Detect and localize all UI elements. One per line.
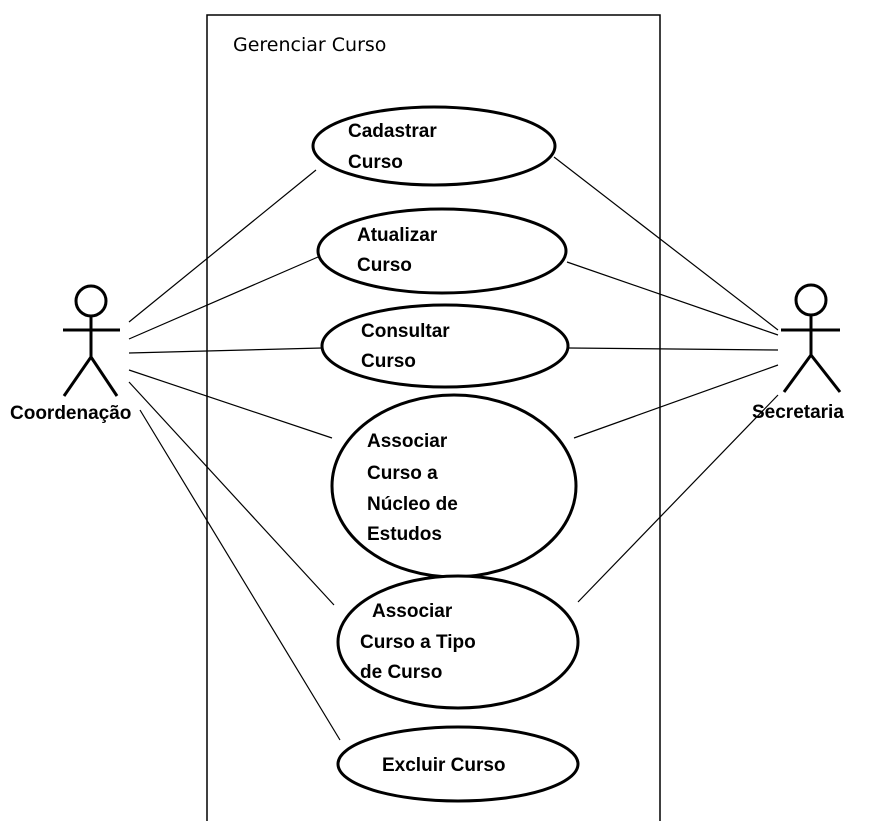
- use-case-label: Cadastrar Curso: [348, 121, 442, 173]
- use-case-ellipse: [330, 393, 578, 579]
- actor-secretaria[interactable]: Secretaria: [752, 283, 844, 423]
- actor-label-secretaria: Secretaria: [752, 402, 844, 423]
- use-case-excluir-curso[interactable]: Excluir Curso: [336, 725, 580, 803]
- use-case-associar-curso-nucleo[interactable]: Associar Curso a Núcleo de Estudos: [330, 393, 578, 579]
- use-case-label: Associar Curso a Tipo de Curso: [360, 601, 481, 683]
- association-coordenacao-atualizar: [128, 256, 319, 340]
- use-case-label: Consultar Curso: [361, 321, 455, 372]
- use-case-atualizar-curso[interactable]: Atualizar Curso: [316, 207, 568, 295]
- system-boundary-title: Gerenciar Curso: [233, 34, 386, 56]
- associations-right: [553, 156, 779, 603]
- association-coordenacao-associar-nucleo: [128, 369, 333, 439]
- use-case-ellipse: [336, 725, 580, 803]
- association-secretaria-associar-nucleo: [573, 364, 779, 439]
- actor-coordenacao[interactable]: Coordenação: [10, 284, 131, 424]
- actor-label-coordenacao: Coordenação: [10, 403, 131, 424]
- association-coordenacao-cadastrar: [128, 169, 317, 323]
- association-coordenacao-consultar: [128, 347, 323, 354]
- association-coordenacao-associar-tipo: [128, 381, 335, 606]
- actor-figure-icon: [62, 284, 120, 397]
- actor-figure-icon: [781, 283, 842, 393]
- use-case-ellipse: [336, 574, 580, 710]
- association-secretaria-associar-tipo: [577, 394, 779, 603]
- use-case-ellipse: [320, 303, 570, 389]
- use-case-label: Atualizar Curso: [357, 225, 443, 276]
- system-boundary-box: [206, 14, 661, 821]
- use-case-ellipse: [311, 105, 557, 187]
- use-case-associar-curso-tipo[interactable]: Associar Curso a Tipo de Curso: [336, 574, 580, 710]
- use-case-cadastrar-curso[interactable]: Cadastrar Curso: [311, 105, 557, 187]
- association-secretaria-cadastrar: [553, 156, 779, 331]
- associations-left: [128, 169, 341, 741]
- association-secretaria-atualizar: [566, 261, 779, 336]
- system-boundary: Gerenciar Curso: [206, 14, 661, 821]
- use-case-label: Excluir Curso: [382, 755, 506, 776]
- use-case-label: Associar Curso a Núcleo de Estudos: [367, 431, 463, 545]
- association-coordenacao-excluir: [139, 409, 341, 741]
- use-case-consultar-curso[interactable]: Consultar Curso: [320, 303, 570, 389]
- use-case-ellipse: [316, 207, 568, 295]
- association-secretaria-consultar: [568, 347, 779, 351]
